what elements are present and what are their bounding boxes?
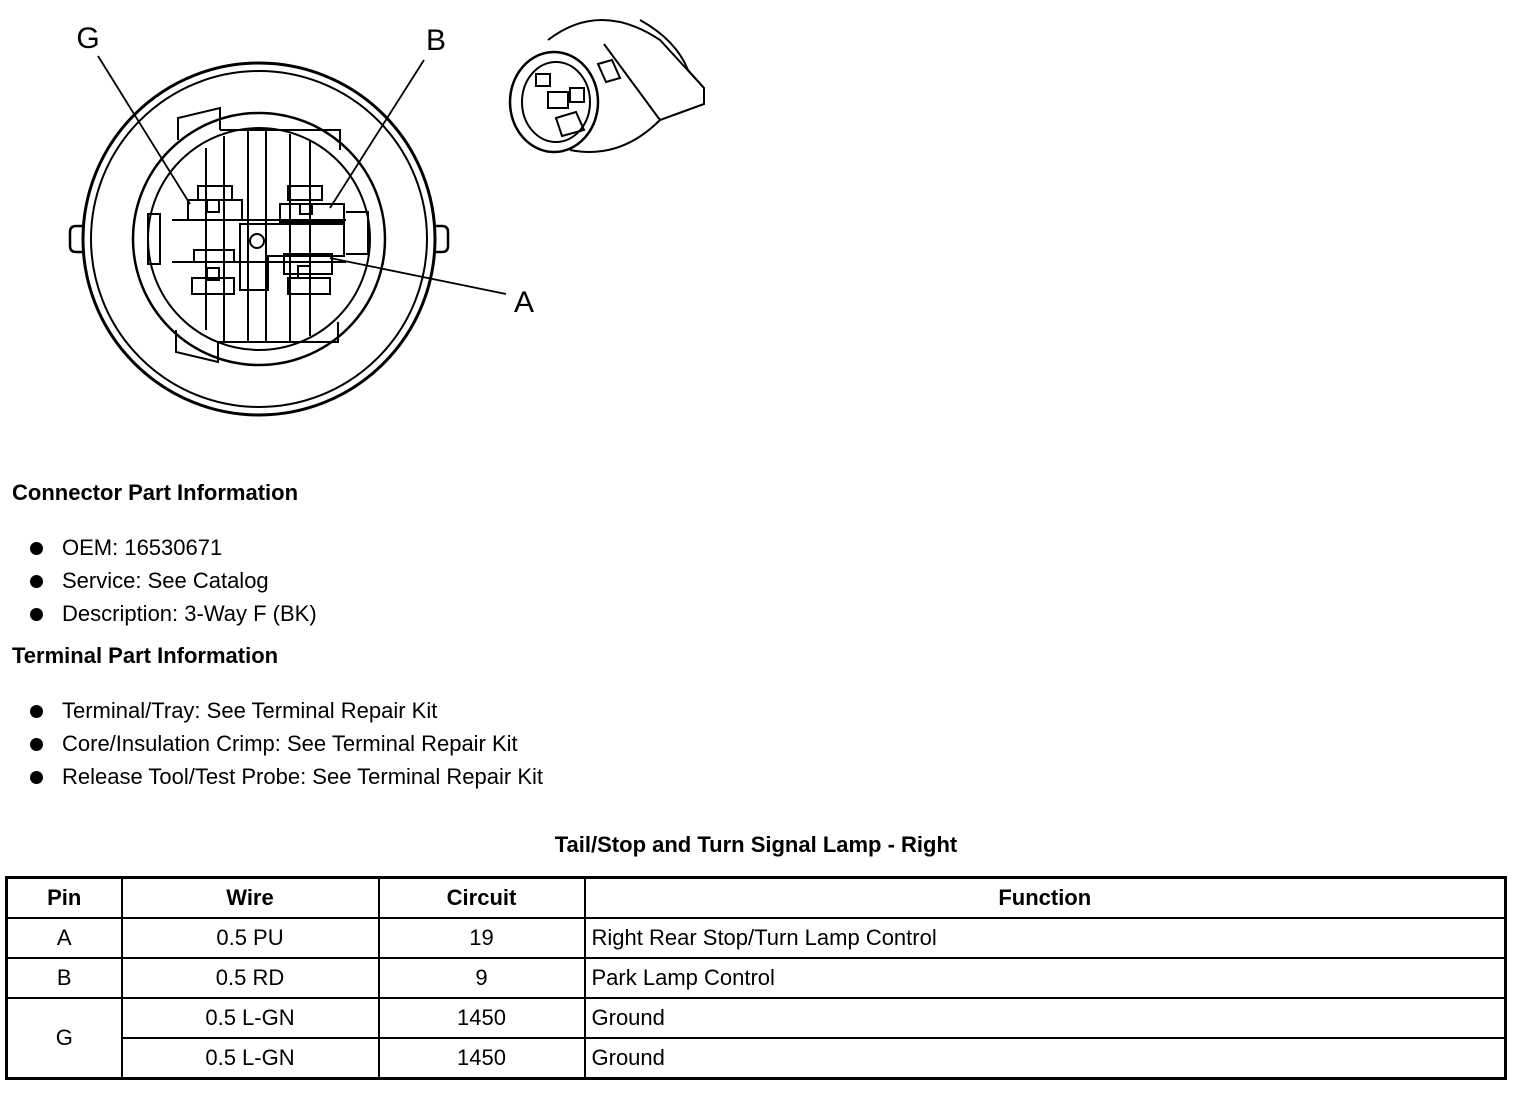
list-item: Description: 3-Way F (BK) xyxy=(28,597,317,630)
iso-housing-rim xyxy=(639,19,705,89)
circuit-cell: 1450 xyxy=(377,1037,586,1080)
connector-description: Description: 3-Way F (BK) xyxy=(62,601,317,626)
terminal-lower-right xyxy=(287,277,331,295)
top-locking-flange xyxy=(177,106,341,150)
wire-cell: 0.5 L-GN xyxy=(120,1037,380,1080)
center-carrier xyxy=(239,223,345,291)
connector-service: Service: See Catalog xyxy=(62,568,269,593)
circuit-cell: 1450 xyxy=(377,997,586,1039)
terminal-part-info-heading: Terminal Part Information xyxy=(12,643,279,668)
pin-cell: A xyxy=(5,917,123,959)
connector-cavity-ring xyxy=(147,127,371,351)
terminal-lower-left xyxy=(191,249,235,295)
terminal-part-info-list: Terminal/Tray: See Terminal Repair Kit C… xyxy=(28,694,543,793)
function-cell: Park Lamp Control xyxy=(583,957,1507,999)
circuit-cell: 19 xyxy=(377,917,586,959)
connector-oem: OEM: 16530671 xyxy=(62,535,223,560)
pin-cell: G xyxy=(5,997,123,1080)
terminal-release-tool: Release Tool/Test Probe: See Terminal Re… xyxy=(62,764,543,789)
list-item: Core/Insulation Crimp: See Terminal Repa… xyxy=(28,727,543,760)
terminal-ribs xyxy=(172,130,346,342)
column-header-function: Function xyxy=(583,876,1507,919)
column-header-wire: Wire xyxy=(120,876,380,919)
wire-cell: 0.5 RD xyxy=(120,957,380,999)
callout-label-g: G xyxy=(76,22,99,55)
connector-outer-ring-inner xyxy=(90,70,428,408)
table-row: G 0.5 L-GN 1450 Ground xyxy=(5,997,1507,1080)
terminal-b xyxy=(279,185,345,223)
table-row: 0.5 L-GN 1450 Ground xyxy=(7,1037,1507,1080)
callout-leader-b xyxy=(329,59,425,209)
iso-terminal-3 xyxy=(569,87,585,103)
pin-table: Pin Wire Circuit Function A 0.5 PU 19 Ri… xyxy=(5,876,1507,1080)
iso-housing-outline xyxy=(547,19,705,153)
side-latch-left xyxy=(147,213,161,265)
wire-cell: 0.5 L-GN xyxy=(120,997,380,1039)
terminal-g xyxy=(187,185,243,221)
function-cell: Ground xyxy=(583,1037,1507,1080)
iso-terminal-1 xyxy=(535,73,551,87)
table-row: B 0.5 RD 9 Park Lamp Control xyxy=(5,957,1507,999)
mounting-tab-left xyxy=(68,224,84,254)
connector-face-view xyxy=(68,55,507,417)
list-item: Service: See Catalog xyxy=(28,564,317,597)
table-header-row: Pin Wire Circuit Function xyxy=(5,876,1507,919)
circuit-cell: 9 xyxy=(377,957,586,999)
bullet-icon xyxy=(30,575,43,588)
list-item: OEM: 16530671 xyxy=(28,531,317,564)
table-row: A 0.5 PU 19 Right Rear Stop/Turn Lamp Co… xyxy=(5,917,1507,959)
terminal-a xyxy=(283,253,333,279)
terminal-crimp: Core/Insulation Crimp: See Terminal Repa… xyxy=(62,731,518,756)
connector-isometric-view xyxy=(508,19,705,154)
column-header-circuit: Circuit xyxy=(377,876,586,919)
iso-body-edge xyxy=(603,43,661,121)
pin-cell: B xyxy=(5,957,123,999)
side-latch-right xyxy=(346,211,369,255)
list-item: Release Tool/Test Probe: See Terminal Re… xyxy=(28,760,543,793)
callout-label-b: B xyxy=(426,24,446,57)
connector-part-info-list: OEM: 16530671 Service: See Catalog Descr… xyxy=(28,531,317,630)
wire-cell: 0.5 PU xyxy=(120,917,380,959)
bullet-icon xyxy=(30,608,43,621)
connector-part-info-heading: Connector Part Information xyxy=(12,480,299,505)
bullet-icon xyxy=(30,771,43,784)
bullet-icon xyxy=(30,738,43,751)
bullet-icon xyxy=(30,542,43,555)
callout-leader-g xyxy=(97,55,191,205)
connector-inner-ring xyxy=(131,111,387,367)
pin-table-title: Tail/Stop and Turn Signal Lamp - Right xyxy=(554,832,958,857)
callout-label-a: A xyxy=(514,286,534,319)
mounting-tab-right xyxy=(434,224,450,254)
terminal-tray: Terminal/Tray: See Terminal Repair Kit xyxy=(62,698,438,723)
function-cell: Ground xyxy=(583,997,1507,1039)
list-item: Terminal/Tray: See Terminal Repair Kit xyxy=(28,694,543,727)
bottom-locking-flange xyxy=(175,322,339,364)
function-cell: Right Rear Stop/Turn Lamp Control xyxy=(583,917,1507,959)
callout-leader-a xyxy=(329,257,507,295)
connector-outer-ring xyxy=(81,61,437,417)
bullet-icon xyxy=(30,705,43,718)
connector-diagram: G B A xyxy=(68,19,705,417)
iso-latch xyxy=(596,58,622,84)
iso-terminal-2 xyxy=(547,91,569,109)
column-header-pin: Pin xyxy=(5,876,123,919)
iso-terminal-4 xyxy=(554,110,586,138)
iso-front-ring xyxy=(508,50,600,154)
iso-front-cavity xyxy=(521,61,591,143)
